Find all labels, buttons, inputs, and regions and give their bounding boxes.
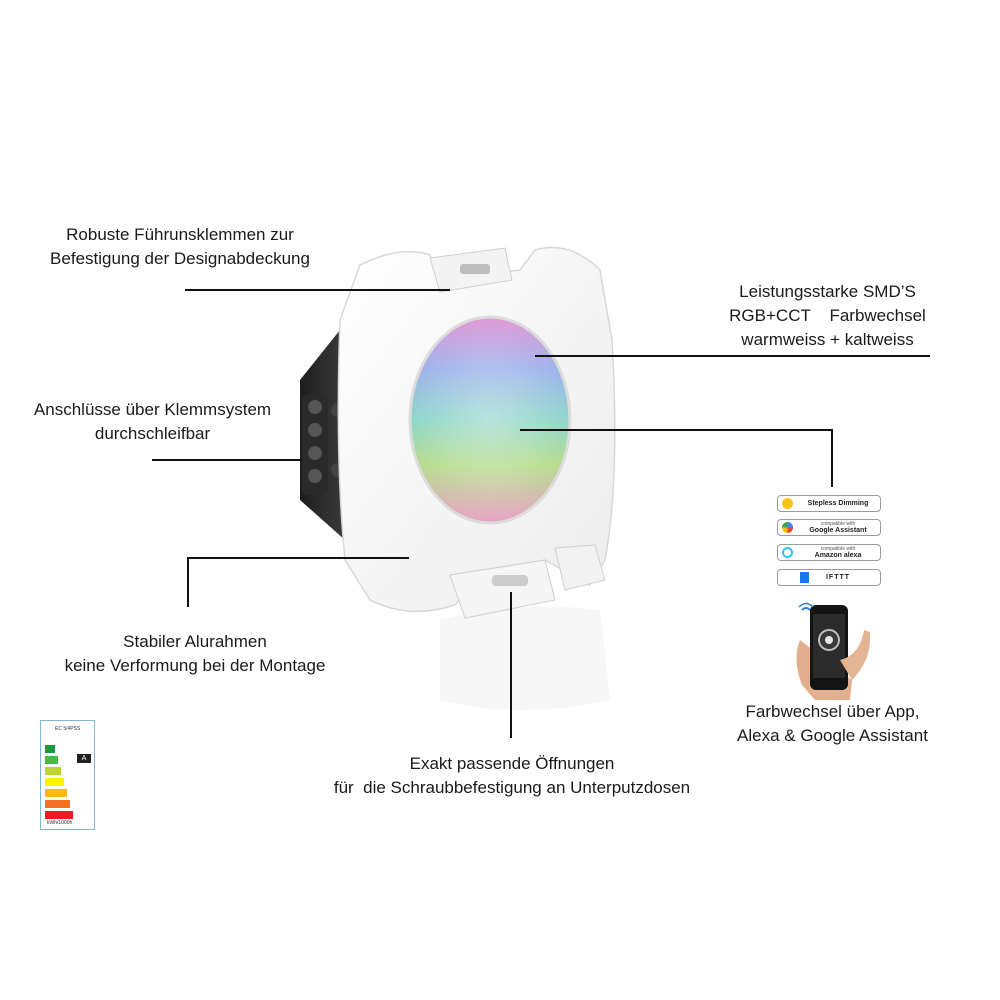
annotation-app: Farbwechsel über App, Alexa & Google Ass… [700,700,965,748]
energy-bar-e [45,811,73,819]
pointer-line-openings [510,592,512,738]
google-assistant-icon [782,522,793,533]
annotation-clamps-line-2: Befestigung der Designabdeckung [50,249,310,268]
energy-bar-c [45,789,67,797]
sun-icon [782,498,793,509]
pointer-line-connections [152,459,302,461]
annotation-openings-line-1: Exakt passende Öffnungen [409,754,615,773]
annotation-connections-line-1: Anschlüsse über Klemmsystem [33,400,272,419]
badge-label: Amazon alexa [814,552,862,559]
badge-small-label: compatible with [820,521,856,527]
badge-label: IFTTT [825,574,851,581]
annotation-clamps: Robuste Führunsklemmen zur Befestigung d… [20,223,340,271]
annotation-frame-line-2: keine Verformung bei der Montage [64,656,326,675]
badge-ifttt: IFTTT [777,569,881,586]
alexa-icon [782,547,793,558]
annotation-smd-line-1: Leistungsstarke SMD’S [739,282,916,301]
energy-efficiency-label: EC 5/4PSS A kWh/1000h [40,720,95,830]
annotation-app-line-1: Farbwechsel über App, [745,702,920,721]
annotation-openings: Exakt passende Öffnungen für die Schraub… [282,752,742,800]
badge-label: Stepless Dimming [807,500,869,507]
annotation-smd: Leistungsstarke SMD’S RGB+CCT Farbwechse… [690,280,965,352]
pointer-line-smd [535,355,930,357]
ifttt-icon [800,572,809,583]
energy-bar-a-plus [45,756,58,764]
energy-label-header: EC 5/4PSS [55,726,81,732]
energy-bar-a [45,767,61,775]
badge-stepless-dimming: Stepless Dimming [777,495,881,512]
annotation-openings-line-2: für die Schraubbefestigung an Unterputzd… [333,778,691,797]
energy-bar-b [45,778,64,786]
pointer-line-lens [520,429,832,431]
annotation-smd-line-2: RGB+CCT Farbwechsel [729,306,926,325]
annotation-app-line-2: Alexa & Google Assistant [737,726,928,745]
pointer-line-clamps [185,289,450,291]
pointer-line-frame-down [187,557,189,607]
energy-label-footer: kWh/1000h [47,820,73,826]
annotation-frame-line-1: Stabiler Alurahmen [123,632,267,651]
annotation-connections-line-2: durchschleifbar [94,424,211,443]
smartphone-in-hand-icon [796,602,871,700]
badge-label: Google Assistant [809,527,867,534]
pointer-line-lens-down [831,429,833,487]
annotation-clamps-line-1: Robuste Führunsklemmen zur [66,225,294,244]
energy-bar-d [45,800,70,808]
annotation-connections: Anschlüsse über Klemmsystem durchschleif… [0,398,305,446]
pointer-line-frame [187,557,409,559]
energy-bar-a-plus-plus [45,745,55,753]
badge-small-label: compatible with [820,546,856,552]
energy-class-indicator: A [77,754,91,763]
annotation-frame: Stabiler Alurahmen keine Verformung bei … [30,630,360,678]
annotation-smd-line-3: warmweiss + kaltweiss [741,330,914,349]
